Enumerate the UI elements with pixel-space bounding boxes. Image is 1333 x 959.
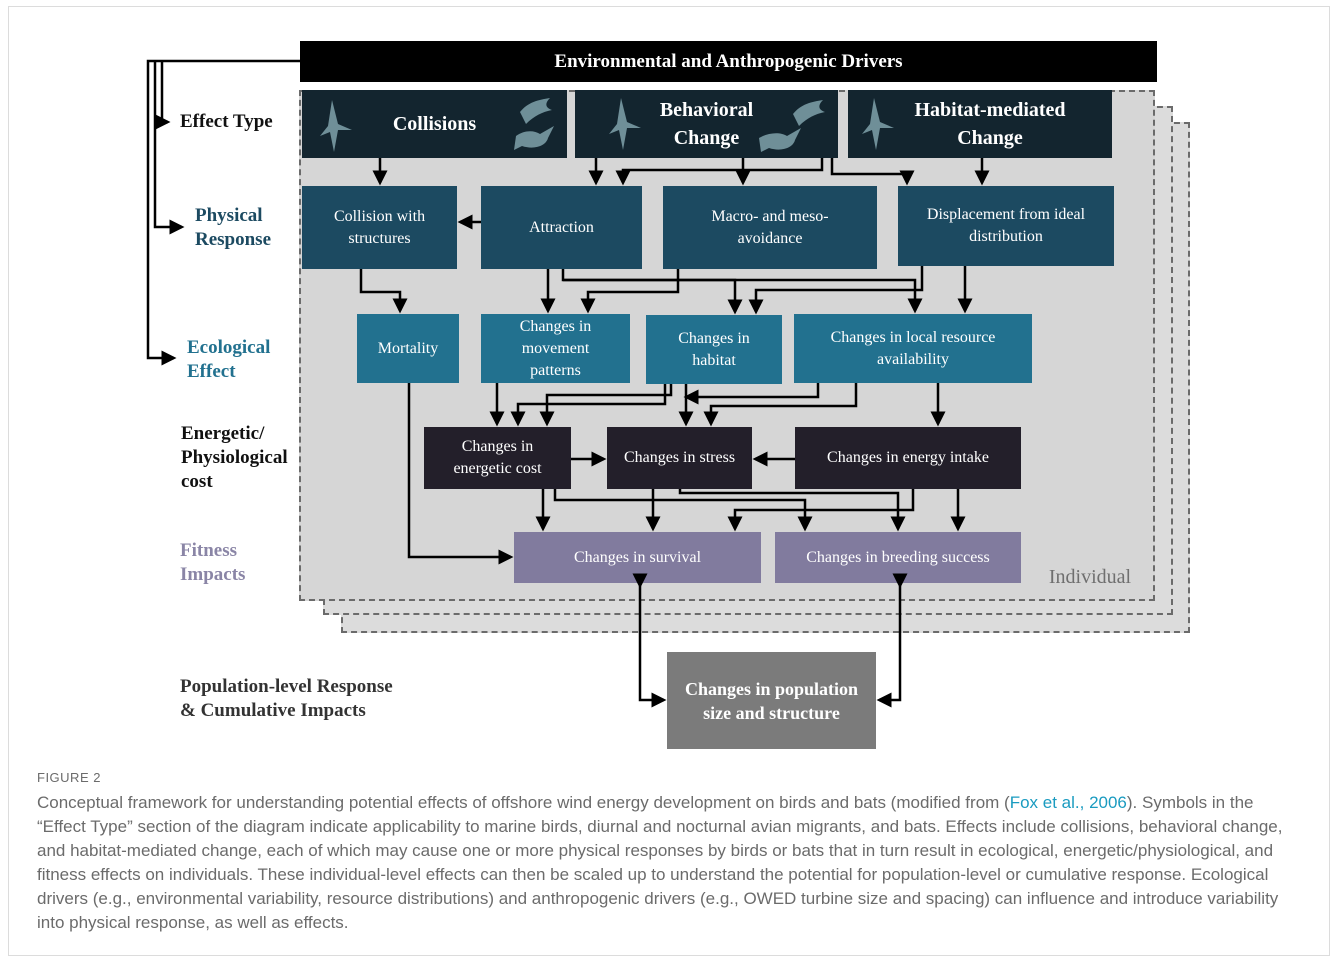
box-collision-with-structures: Collision with structures xyxy=(302,186,457,269)
box-label-line: avoidance xyxy=(737,229,803,247)
box-population: Changes in population size and structure xyxy=(667,652,876,749)
box-habitat-mediated-change: Habitat-mediated Change xyxy=(848,90,1112,158)
connector-arrow xyxy=(748,266,924,315)
box-label-line: Changes in local resource xyxy=(830,328,996,346)
box-resource-availability: Changes in local resource availability xyxy=(794,314,1032,383)
box-label-line: size and structure xyxy=(703,702,840,723)
box-label: Displacement from ideal distribution xyxy=(927,204,1085,248)
diagram: Individual Environmental and Anthropogen… xyxy=(146,41,1190,749)
box-label: Behavioral Change xyxy=(660,96,753,152)
box-label: Attraction xyxy=(529,218,594,236)
box-label: Changes in energy intake xyxy=(827,449,989,466)
connector-arrow xyxy=(703,383,858,427)
drivers-bar: Environmental and Anthropogenic Drivers xyxy=(300,41,1157,82)
box-label-line: habitat xyxy=(692,351,736,369)
box-label: Collisions xyxy=(392,113,477,135)
row-label-fitness-impacts: Fitness Impacts xyxy=(180,539,245,587)
row-label-line: Physiological xyxy=(181,447,288,468)
box-label: Changes in breeding success xyxy=(806,548,990,566)
connector-arrow xyxy=(553,489,813,532)
connector-arrow xyxy=(632,573,667,708)
connector-arrow xyxy=(683,383,820,405)
driver-arrow xyxy=(153,61,185,235)
box-displacement: Displacement from ideal distribution xyxy=(898,186,1114,266)
connector-arrow xyxy=(615,158,824,186)
row-label-line: Fitness xyxy=(180,540,237,561)
connector-arrow xyxy=(359,269,408,314)
box-label-line: Changes in xyxy=(519,317,592,335)
row-label-line: Population-level Response xyxy=(180,676,393,697)
connector-arrows xyxy=(146,59,990,708)
box-label: Changes in population size and structure xyxy=(685,677,858,725)
connector-arrow xyxy=(563,278,923,314)
row-label-effect-type: Effect Type xyxy=(180,111,273,132)
box-label-line: Habitat-mediated xyxy=(914,99,1066,121)
box-label: Changes in habitat xyxy=(678,328,750,372)
caption-text-part: ). Symbols in the “Effect Type” section … xyxy=(37,793,1283,932)
individual-label: Individual xyxy=(1048,566,1132,588)
row-label-line: Response xyxy=(195,229,272,250)
box-stress: Changes in stress xyxy=(607,427,752,489)
box-macro-meso-avoidance: Macro- and meso- avoidance xyxy=(663,186,877,269)
box-label-line: energetic cost xyxy=(453,460,542,477)
box-label-line: movement xyxy=(521,339,590,357)
box-label-line: patterns xyxy=(530,361,581,379)
connector-arrow xyxy=(510,384,667,427)
box-label: Changes in local resource availability xyxy=(831,327,996,371)
caption-text: Conceptual framework for understanding p… xyxy=(37,791,1302,935)
box-label: Changes in stress xyxy=(623,449,736,466)
box-mortality: Mortality xyxy=(357,314,459,383)
box-label: Changes in survival xyxy=(573,548,702,566)
row-label-population: Population-level Response & Cumulative I… xyxy=(180,675,393,723)
row-label-line: Energetic/ xyxy=(181,423,265,444)
box-label-line: distribution xyxy=(969,228,1043,245)
box-movement-patterns: Changes in movement patterns xyxy=(481,314,630,383)
connector-arrow xyxy=(580,269,680,314)
row-label-ecological-effect: Ecological Effect xyxy=(187,336,270,384)
box-label-line: Macro- and meso- xyxy=(711,207,829,225)
box-label: Habitat-mediated Change xyxy=(894,96,1065,152)
box-label-line: Change xyxy=(957,127,1023,149)
box-changes-in-habitat: Changes in habitat xyxy=(646,315,782,384)
box-label: Collision with structures xyxy=(334,206,425,250)
row-label-energetic-cost: Energetic/ Physiological cost xyxy=(181,422,288,494)
row-label-line: cost xyxy=(181,471,213,492)
box-attraction: Attraction xyxy=(481,186,642,269)
connector-arrow xyxy=(539,384,673,427)
citation-link[interactable]: Fox et al., 2006 xyxy=(1009,793,1127,812)
row-label-line: Effect xyxy=(187,361,236,382)
caption-text-part: Conceptual framework for understanding p… xyxy=(37,793,1010,812)
row-label-line: Physical xyxy=(195,205,263,226)
connector-arrow xyxy=(830,158,915,186)
row-label-line: Impacts xyxy=(180,564,246,585)
box-label-line: Behavioral xyxy=(659,99,754,121)
box-label-line: Changes in xyxy=(461,438,534,455)
connector-arrow xyxy=(727,489,915,532)
figure-label: FIGURE 2 xyxy=(37,770,101,785)
box-label-line: Collision with xyxy=(333,207,426,225)
box-label-line: structures xyxy=(348,229,411,247)
row-label-line: & Cumulative Impacts xyxy=(180,700,366,721)
row-label-physical-response: Physical Response xyxy=(195,204,271,252)
row-label-line: Ecological xyxy=(187,337,271,358)
box-energetic-cost: Changes in energetic cost xyxy=(424,427,571,489)
box-label: Mortality xyxy=(377,339,439,357)
box-energy-intake: Changes in energy intake xyxy=(795,427,1021,489)
box-label: Changes in movement patterns xyxy=(520,316,592,382)
connector-arrow xyxy=(876,573,908,708)
driver-arrow xyxy=(155,61,171,130)
box-label-line: Change xyxy=(673,127,740,149)
box-label-line: availability xyxy=(877,350,949,368)
figure-caption: FIGURE 2 Conceptual framework for unders… xyxy=(37,770,1302,935)
box-label: Changes in energetic cost xyxy=(453,436,541,480)
box-label: Macro- and meso- avoidance xyxy=(711,206,828,250)
box-label-line: Displacement from ideal xyxy=(926,206,1086,223)
box-label-line: Changes in xyxy=(678,329,750,347)
box-label-line: Changes in population xyxy=(684,678,859,699)
connector-arrow xyxy=(407,383,514,565)
driver-arrow xyxy=(146,59,300,366)
